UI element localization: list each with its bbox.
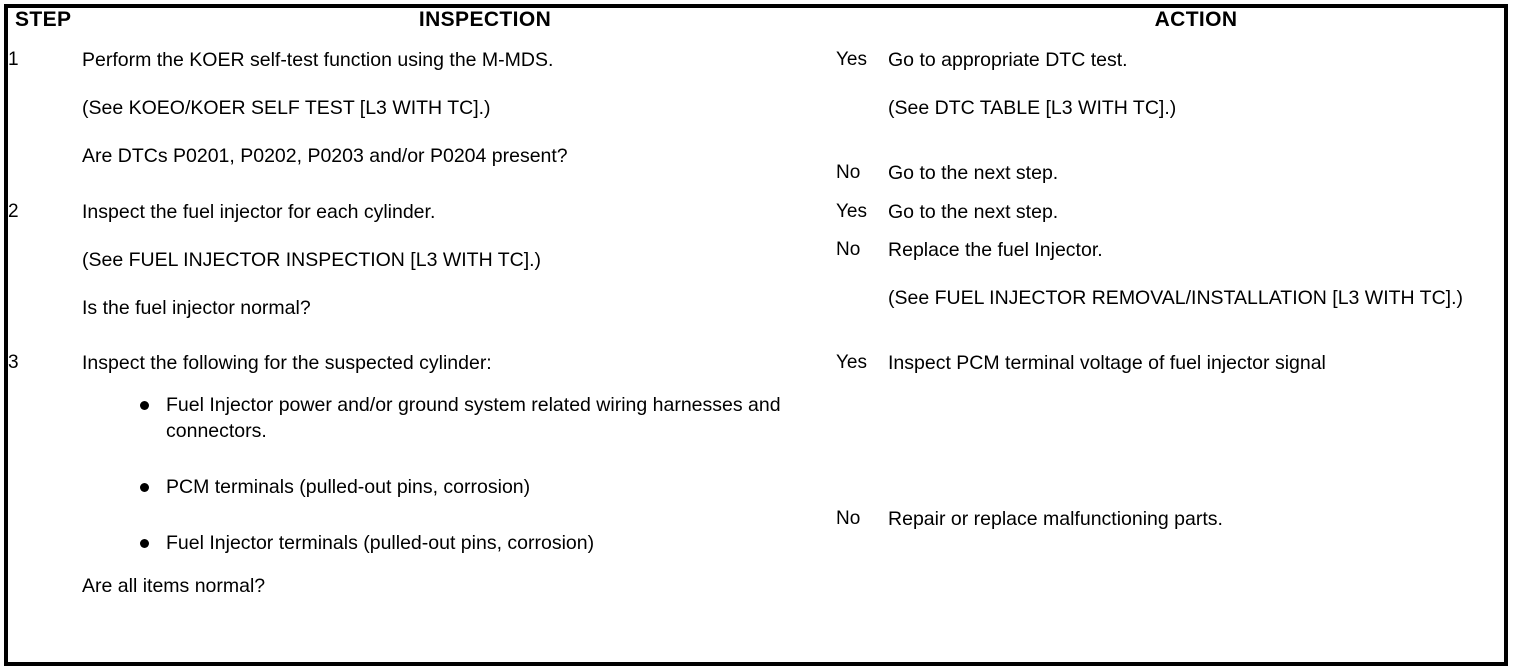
bullet-icon bbox=[140, 483, 149, 493]
inspection-cell: Perform the KOER self-test function usin… bbox=[82, 48, 836, 200]
action-text: Go to the next step. bbox=[888, 161, 1504, 186]
table-row: 2 Inspect the fuel injector for each cyl… bbox=[8, 199, 1505, 352]
action-line: Go to the next step. bbox=[888, 162, 1059, 185]
action-cell: Repair or replace malfunctioning parts. bbox=[888, 506, 1505, 662]
action-text: Inspect PCM terminal voltage of fuel inj… bbox=[888, 351, 1504, 376]
result-label-no: No bbox=[836, 161, 889, 200]
action-cell: Go to appropriate DTC test. (See DTC TAB… bbox=[888, 48, 1505, 162]
table-row: No Go to the next step. bbox=[8, 161, 1505, 200]
action-line: (See DTC TABLE [L3 WITH TC].) bbox=[888, 96, 1177, 119]
inspection-line: (See FUEL INJECTOR INSPECTION [L3 WITH T… bbox=[82, 248, 542, 271]
inspection-cell: Inspect the following for the suspected … bbox=[82, 351, 836, 662]
action-text: Replace the fuel Injector. (See FUEL INJ… bbox=[888, 238, 1504, 311]
action-line: Inspect PCM terminal voltage of fuel inj… bbox=[888, 352, 1326, 375]
step-number-cell: 1 bbox=[8, 48, 82, 200]
inspection-text: Inspect the following for the suspected … bbox=[82, 351, 836, 598]
action-line: Go to the next step. bbox=[888, 200, 1059, 223]
list-item-label: Fuel Injector power and/or ground system… bbox=[166, 394, 781, 442]
inspection-line: Inspect the fuel injector for each cylin… bbox=[82, 200, 436, 223]
inspection-text: Perform the KOER self-test function usin… bbox=[82, 48, 836, 169]
action-text: Go to the next step. bbox=[888, 200, 1504, 225]
list-item-label: Fuel Injector terminals (pulled-out pins… bbox=[166, 532, 595, 555]
inspection-line: Is the fuel injector normal? bbox=[82, 296, 311, 319]
action-line: Replace the fuel Injector. bbox=[888, 239, 1103, 262]
result-label-no: No bbox=[836, 506, 889, 662]
table-row: No Repair or replace malfunctioning part… bbox=[8, 506, 1505, 662]
column-header-action: ACTION bbox=[888, 8, 1505, 48]
action-line: Repair or replace malfunctioning parts. bbox=[888, 507, 1223, 530]
action-cell: Replace the fuel Injector. (See FUEL INJ… bbox=[888, 238, 1505, 352]
list-item: PCM terminals (pulled-out pins, corrosio… bbox=[140, 475, 836, 500]
action-text: Go to appropriate DTC test. (See DTC TAB… bbox=[888, 48, 1504, 121]
action-cell: Go to the next step. bbox=[888, 199, 1505, 239]
column-header-step: STEP bbox=[8, 8, 82, 48]
table-row: 3 Inspect the following for the suspecte… bbox=[8, 351, 1505, 662]
column-header-inspection: INSPECTION bbox=[82, 8, 889, 48]
bullet-icon bbox=[140, 401, 149, 411]
table-row: 1 Perform the KOER self-test function us… bbox=[8, 48, 1505, 200]
action-line: Go to appropriate DTC test. bbox=[888, 49, 1128, 71]
result-label-yes: Yes bbox=[836, 351, 889, 507]
inspection-cell: Inspect the fuel injector for each cylin… bbox=[82, 199, 836, 352]
action-cell: Go to the next step. bbox=[888, 161, 1505, 200]
action-cell: Inspect PCM terminal voltage of fuel inj… bbox=[888, 351, 1505, 507]
list-item-label: PCM terminals (pulled-out pins, corrosio… bbox=[166, 476, 531, 499]
inspection-bullet-list: Fuel Injector power and/or ground system… bbox=[82, 393, 836, 556]
inspection-intro: Inspect the following for the suspected … bbox=[82, 352, 492, 375]
inspection-line: (See KOEO/KOER SELF TEST [L3 WITH TC].) bbox=[82, 96, 491, 119]
inspection-text: Inspect the fuel injector for each cylin… bbox=[82, 200, 836, 321]
diagnostic-procedure-table: STEP INSPECTION ACTION 1 Perform the KOE… bbox=[8, 8, 1505, 662]
step-number-cell: 2 bbox=[8, 199, 82, 352]
result-label-yes: Yes bbox=[836, 199, 889, 239]
list-item: Fuel Injector power and/or ground system… bbox=[140, 393, 836, 444]
bullet-icon bbox=[140, 539, 149, 549]
inspection-line: Perform the KOER self-test function usin… bbox=[82, 49, 554, 71]
action-line: (See FUEL INJECTOR REMOVAL/INSTALLATION … bbox=[888, 287, 1464, 310]
table-header-row: STEP INSPECTION ACTION bbox=[8, 8, 1505, 48]
list-item: Fuel Injector terminals (pulled-out pins… bbox=[140, 531, 836, 556]
inspection-outro: Are all items normal? bbox=[82, 574, 266, 597]
diagnostic-table-container: STEP INSPECTION ACTION 1 Perform the KOE… bbox=[4, 4, 1508, 666]
result-label-yes: Yes bbox=[836, 48, 889, 162]
inspection-line: Are DTCs P0201, P0202, P0203 and/or P020… bbox=[82, 144, 568, 167]
table-row: No Replace the fuel Injector. (See FUEL … bbox=[8, 238, 1505, 352]
result-label-no: No bbox=[836, 238, 889, 352]
action-text: Repair or replace malfunctioning parts. bbox=[888, 507, 1504, 532]
step-number-cell: 3 bbox=[8, 351, 82, 662]
